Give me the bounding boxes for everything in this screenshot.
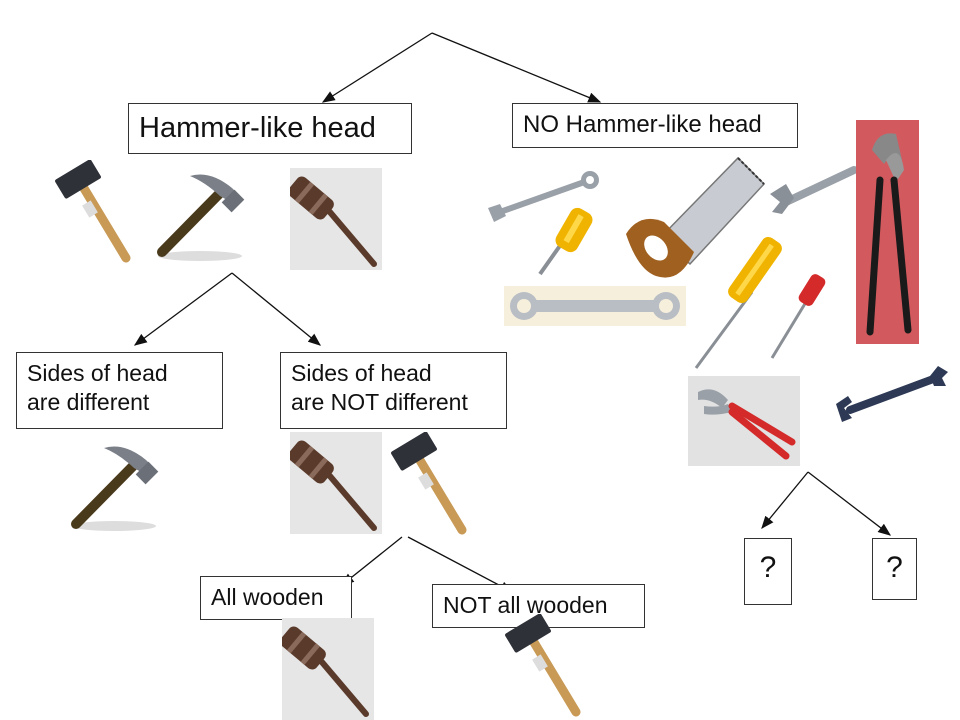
arrow-root-left bbox=[321, 32, 433, 103]
pliers-icon bbox=[856, 120, 919, 344]
arrow-left-left bbox=[133, 272, 233, 346]
arrow-root-right bbox=[431, 32, 602, 103]
node-all-wooden: All wooden bbox=[200, 576, 352, 620]
arrow-wooden bbox=[340, 536, 403, 586]
node-sides-different-line2: are different bbox=[27, 388, 150, 415]
claw-hammer-icon bbox=[64, 440, 159, 535]
gavel-icon bbox=[290, 432, 382, 534]
node-no-hammer-like-head: NO Hammer-like head bbox=[512, 103, 798, 148]
arrow-q2 bbox=[807, 471, 892, 536]
open-end-wrench-icon bbox=[834, 362, 952, 426]
combination-wrench-icon bbox=[486, 168, 604, 226]
node-sides-not-different-line1: Sides of head bbox=[291, 360, 432, 386]
node-sides-different-line1: Sides of head bbox=[27, 360, 168, 386]
slip-joint-pliers-icon bbox=[688, 376, 800, 466]
node-sides-not-different: Sides of head are NOT different bbox=[280, 352, 507, 429]
node-sides-different: Sides of head are different bbox=[16, 352, 223, 429]
arrow-not-wooden bbox=[407, 536, 514, 593]
gavel-icon bbox=[290, 168, 382, 270]
long-screwdriver-icon bbox=[692, 232, 792, 372]
node-question-2: ? bbox=[872, 538, 917, 600]
gavel-icon bbox=[282, 618, 374, 720]
node-hammer-like-head: Hammer-like head bbox=[128, 103, 412, 154]
adjustable-wrench-icon bbox=[766, 162, 861, 220]
box-wrench-icon bbox=[504, 286, 686, 326]
node-question-1: ? bbox=[744, 538, 792, 605]
mallet-icon bbox=[388, 432, 478, 537]
arrow-q1 bbox=[761, 471, 809, 530]
arrow-left-right bbox=[231, 272, 322, 346]
mallet-icon bbox=[502, 614, 592, 719]
claw-hammer-icon bbox=[150, 168, 245, 263]
screwdriver-icon bbox=[534, 204, 604, 278]
small-screwdriver-icon bbox=[766, 272, 830, 362]
node-sides-not-different-line2: are NOT different bbox=[291, 388, 468, 415]
mallet-icon bbox=[52, 160, 142, 265]
hand-saw-icon bbox=[620, 152, 770, 292]
